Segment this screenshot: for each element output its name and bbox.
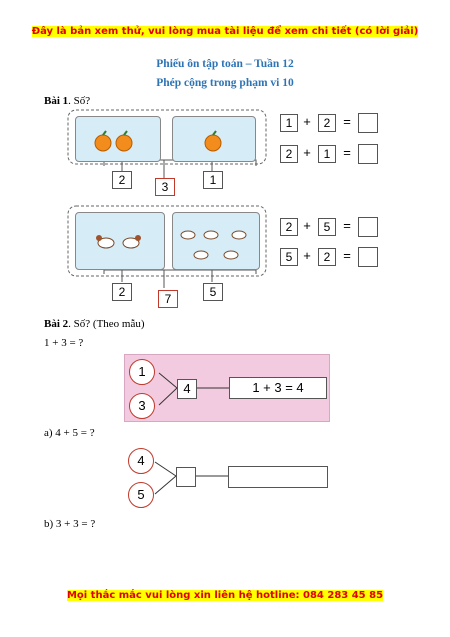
part-a-top-circle: 4	[128, 448, 154, 474]
worksheet-title: Phiếu ôn tập toán – Tuần 12	[156, 58, 294, 70]
answer-box[interactable]	[358, 144, 378, 164]
panel-chickens-left	[75, 212, 165, 270]
orange-icon	[94, 130, 133, 152]
part-a-diagram: 4 5	[124, 444, 330, 510]
part-a-prompt: a) 4 + 5 = ?	[44, 427, 95, 439]
answer-box[interactable]	[358, 113, 378, 133]
panel-oranges-right	[172, 116, 256, 162]
example-prompt: 1 + 3 = ?	[44, 337, 84, 349]
connector-lines	[158, 372, 229, 406]
part-a-equation-box[interactable]	[228, 466, 328, 488]
exercise2-heading: Bài 2. Số? (Theo mẫu)	[44, 318, 145, 330]
footer-banner: Mọi thắc mắc vui lòng xin liên hệ hotlin…	[66, 590, 384, 601]
example-sum-box: 4	[177, 379, 197, 399]
chicken-icon	[96, 235, 141, 249]
bottom-right-count: 5	[203, 283, 223, 301]
answer-box[interactable]	[358, 247, 378, 267]
example-bottom-circle: 3	[129, 393, 155, 419]
answer-box[interactable]	[358, 217, 378, 237]
example-diagram: 1 3 4 1 + 3 = 4	[124, 354, 330, 422]
part-a-sum-box[interactable]	[176, 467, 196, 487]
bottom-total-count: 7	[158, 290, 178, 308]
chicken-icon	[180, 230, 247, 260]
exercise1-heading: Bài 1. Số?	[44, 95, 91, 107]
panel-chickens-right	[172, 212, 260, 270]
part-b-prompt: b) 3 + 3 = ?	[44, 518, 96, 530]
header-banner: Đây là bản xem thử, vui lòng mua tài liệ…	[31, 26, 419, 37]
top-total-count: 3	[155, 178, 175, 196]
panel-oranges-left	[75, 116, 161, 162]
orange-icon	[204, 130, 222, 152]
connector-lines	[154, 461, 228, 495]
part-a-bottom-circle: 5	[128, 482, 154, 508]
example-top-circle: 1	[129, 359, 155, 385]
top-left-count: 2	[112, 171, 132, 189]
bottom-left-count: 2	[112, 283, 132, 301]
example-equation-box: 1 + 3 = 4	[229, 377, 327, 399]
top-right-count: 1	[203, 171, 223, 189]
worksheet-subtitle: Phép cộng trong phạm vi 10	[156, 77, 294, 89]
